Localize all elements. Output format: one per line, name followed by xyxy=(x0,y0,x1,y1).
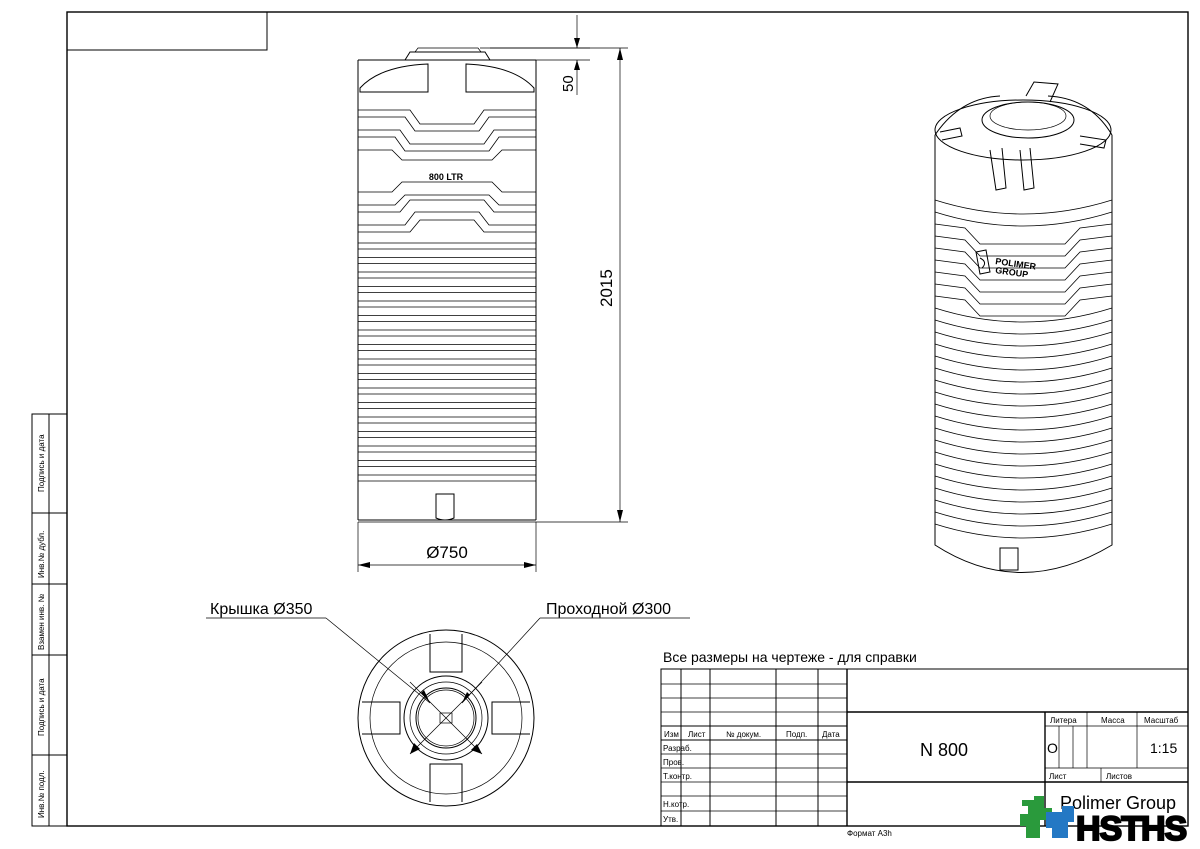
top-left-stamp-box xyxy=(66,11,268,51)
iso-rib-line xyxy=(934,223,1113,245)
iso-rib-line xyxy=(934,211,1113,227)
manhole-label: Проходной Ø300 xyxy=(546,601,671,618)
format-label: Формат А3h xyxy=(847,829,892,838)
watermark-text: HSTHS xyxy=(1076,810,1187,848)
iso-rib-line xyxy=(934,343,1113,359)
iso-rib-line xyxy=(934,499,1113,515)
dim-height-label: 2015 xyxy=(597,269,616,307)
col-header-doc: № докум. xyxy=(726,730,761,739)
side-stamp: Подпись и дата Инв.№ дубл. Взамен инв. №… xyxy=(31,413,68,827)
scale-value: 1:15 xyxy=(1150,740,1177,756)
iso-rib-line xyxy=(934,235,1113,257)
iso-rib-line xyxy=(934,319,1113,335)
side-stamp-cell-5: Инв.№ подл. xyxy=(37,770,46,818)
scale-header: Масштаб xyxy=(1144,716,1179,725)
designation: N 800 xyxy=(920,740,968,760)
litera-value: О xyxy=(1047,740,1058,756)
tank-top-view: Крышка Ø350 Проходной Ø300 xyxy=(206,601,690,807)
row-label-developed: Разраб. xyxy=(663,744,692,753)
iso-brand-line2: GROUP xyxy=(995,265,1029,279)
dim-top-label: 50 xyxy=(560,75,577,92)
iso-rib-line xyxy=(934,391,1113,407)
iso-rib-line xyxy=(934,259,1113,281)
title-block: Изм Лист № докум. Подп. Дата Разраб. Про… xyxy=(660,668,1189,827)
drawing-frame xyxy=(66,11,1189,827)
mass-header: Масса xyxy=(1101,716,1125,725)
iso-rib-line xyxy=(934,307,1113,323)
iso-rib-line xyxy=(934,331,1113,347)
lid-label: Крышка Ø350 xyxy=(210,601,312,618)
reference-note: Все размеры на чертеже - для справки xyxy=(663,649,917,665)
iso-rib-line xyxy=(934,463,1113,479)
iso-rib-line xyxy=(934,247,1113,269)
watermark-logo: HSTHS xyxy=(1020,796,1189,849)
col-header-list: Лист xyxy=(688,730,706,739)
row-label-checked: Пров. xyxy=(663,758,684,767)
side-stamp-cell-3: Взамен инв. № xyxy=(37,593,46,650)
side-stamp-cell-1: Подпись и дата xyxy=(37,434,46,492)
litera-header: Литера xyxy=(1050,716,1077,725)
iso-rib-line xyxy=(934,403,1113,419)
iso-rib-line xyxy=(934,511,1113,527)
row-label-norm-control: Н.котр. xyxy=(663,800,689,809)
iso-rib-line xyxy=(934,475,1113,491)
iso-rib-line xyxy=(934,295,1113,317)
iso-rib-line xyxy=(934,367,1113,383)
tank-capacity-label: 800 LTR xyxy=(429,172,464,182)
sheets-label: Листов xyxy=(1106,772,1132,781)
tank-ribs xyxy=(358,242,536,482)
iso-rib-line xyxy=(934,415,1113,431)
iso-rib-line xyxy=(934,427,1113,443)
row-label-approved: Утв. xyxy=(663,815,678,824)
side-stamp-cell-4: Подпись и дата xyxy=(37,678,46,736)
tank-front-view: 800 LTR xyxy=(357,47,537,523)
iso-rib-line xyxy=(934,439,1113,455)
iso-rib-line xyxy=(934,271,1113,293)
tank-isometric-view: POLIMER GROUP xyxy=(934,81,1113,573)
side-stamp-cell-2: Инв.№ дубл. xyxy=(37,531,46,578)
iso-rib-line xyxy=(934,523,1113,539)
dim-diameter-label: Ø750 xyxy=(426,543,468,562)
iso-rib-line xyxy=(934,199,1113,215)
iso-tank-ribs xyxy=(934,199,1113,539)
dimensions: 50 2015 Ø750 xyxy=(357,15,628,572)
polimer-logo xyxy=(975,249,991,275)
iso-rib-line xyxy=(934,379,1113,395)
row-label-tech-control: Т.контр. xyxy=(663,772,692,781)
iso-rib-line xyxy=(934,355,1113,371)
col-header-izm: Изм xyxy=(664,730,679,739)
iso-rib-line xyxy=(934,283,1113,305)
iso-rib-line xyxy=(934,451,1113,467)
iso-rib-line xyxy=(934,487,1113,503)
col-header-date: Дата xyxy=(822,730,840,739)
col-header-sign: Подп. xyxy=(786,730,807,739)
sheet-label: Лист xyxy=(1049,772,1067,781)
company-name: Polimer Group xyxy=(1060,793,1176,813)
